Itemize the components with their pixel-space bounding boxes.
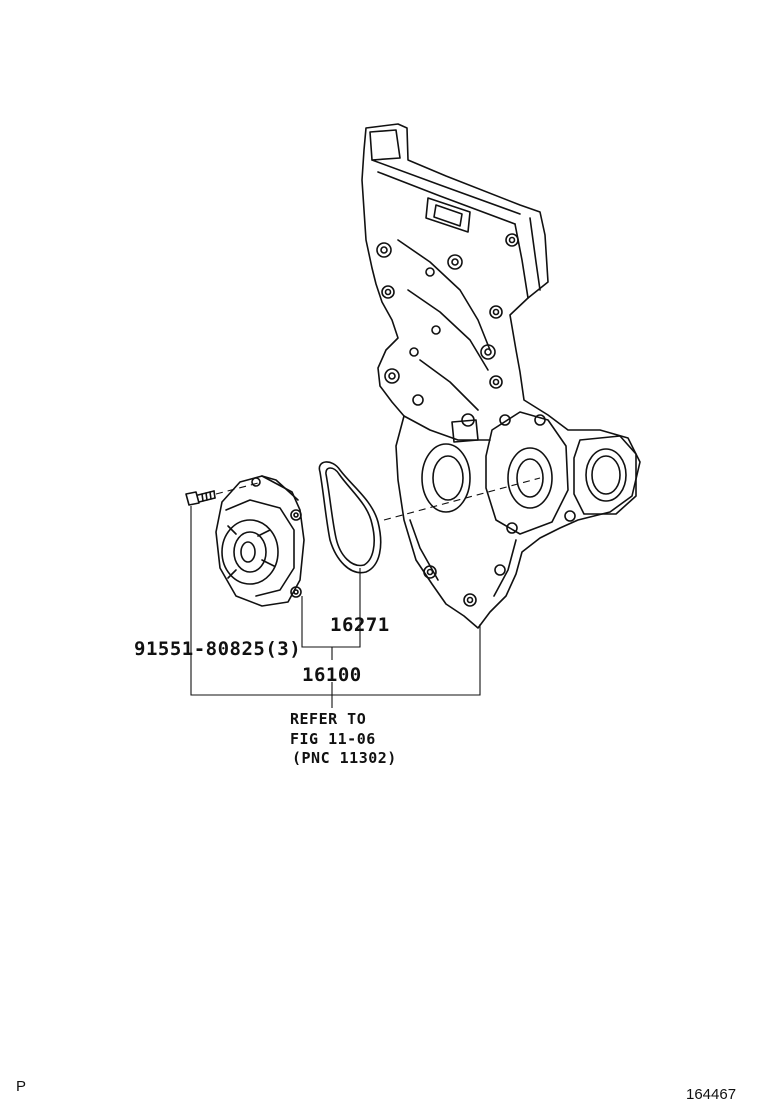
reference-line-2: FIG 11-06 bbox=[290, 730, 376, 748]
bolt-part-number: 91551-80825(3) bbox=[134, 638, 302, 660]
alignment-lines bbox=[215, 477, 541, 521]
callout-leaders bbox=[190, 506, 481, 708]
diagram-number: 164467 bbox=[686, 1086, 737, 1103]
reference-line-1: REFER TO bbox=[290, 710, 367, 728]
water-pump bbox=[215, 475, 305, 607]
footer-left-mark: P bbox=[16, 1078, 27, 1095]
water-pump-gasket bbox=[318, 461, 382, 574]
timing-chain-cover bbox=[361, 123, 641, 629]
reference-line-3: (PNC 11302) bbox=[292, 749, 397, 767]
water-pump-part-number: 16100 bbox=[302, 664, 362, 686]
gasket-part-number: 16271 bbox=[330, 614, 390, 636]
bolt bbox=[185, 490, 216, 506]
